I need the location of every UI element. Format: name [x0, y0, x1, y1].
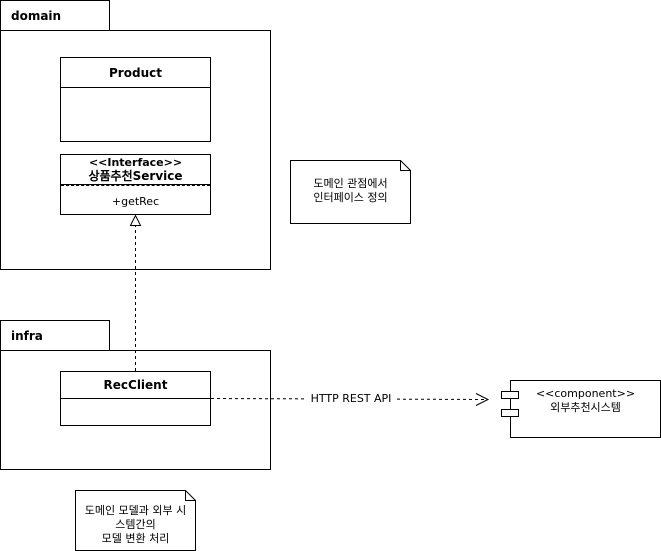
recclient-class: RecClient	[60, 371, 211, 426]
infra-package-tab: infra	[0, 320, 110, 351]
product-class-name: Product	[61, 58, 210, 88]
conversion-note-text: 도메인 모델과 외부 시 스템간의 모델 변환 처리	[84, 504, 187, 545]
interface-header: <<Interface>> 상품추천Service	[61, 155, 210, 185]
conversion-note: 도메인 모델과 외부 시 스템간의 모델 변환 처리	[75, 490, 196, 551]
domain-package-tab: domain	[0, 0, 110, 31]
external-recommend-component: <<component>> 외부추천시스템	[510, 380, 661, 438]
note-shape-icon	[75, 490, 196, 551]
product-class: Product	[60, 57, 211, 142]
component-port-icon	[501, 409, 519, 417]
connector-label: HTTP REST API	[307, 392, 395, 406]
interface-name: 상품추천Service	[88, 169, 183, 183]
component-port-icon	[501, 391, 519, 399]
recommend-service-interface: <<Interface>> 상품추천Service +getRec	[60, 154, 211, 215]
domain-package-label: domain	[11, 8, 62, 23]
interface-note: 도메인 관점에서 인터페이스 정의	[290, 160, 411, 224]
note-shape-icon	[290, 160, 411, 224]
component-name: 외부추천시스템	[550, 401, 621, 414]
dependency-arrow-icon	[475, 393, 490, 406]
component-stereotype: <<component>>	[535, 387, 636, 400]
recclient-class-name: RecClient	[61, 372, 210, 399]
infra-package-label: infra	[11, 328, 43, 343]
interface-note-text: 도메인 관점에서 인터페이스 정의	[313, 177, 388, 204]
interface-method: +getRec	[61, 185, 210, 216]
interface-stereotype: <<Interface>>	[88, 156, 183, 169]
